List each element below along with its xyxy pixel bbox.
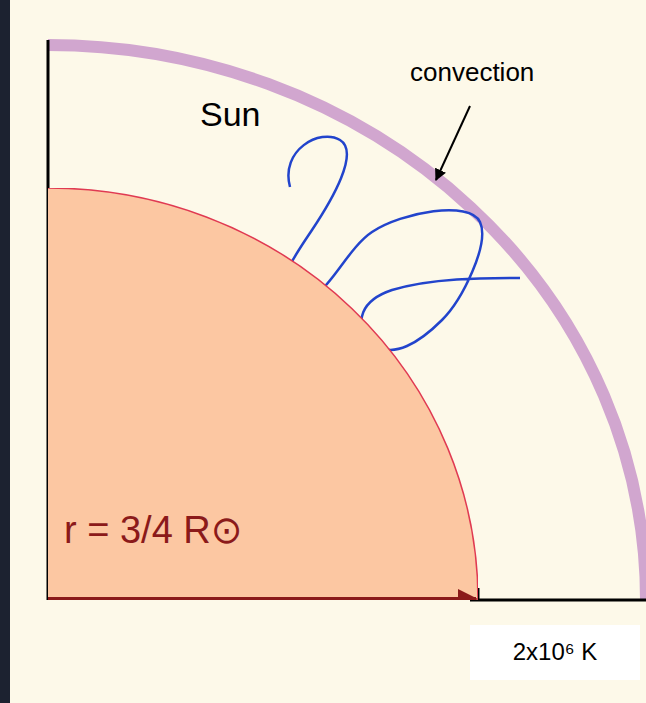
solar-surface-arc (48, 45, 646, 600)
core-region: r = 3/4 R⊙ (48, 188, 478, 600)
core-fill (48, 188, 478, 600)
sun-label: Sun (200, 96, 261, 133)
temperature-box: 2x10⁶ K (470, 625, 640, 680)
convection-label: convection (410, 58, 534, 87)
radius-label: r = 3/4 R⊙ (64, 510, 243, 552)
core-outline (48, 188, 478, 600)
panel-ground (10, 0, 646, 703)
leader-arrow (436, 106, 470, 180)
temperature-label: 2x10⁶ K (513, 639, 598, 665)
radius-arrow (48, 597, 476, 600)
axis-horizontal (470, 599, 646, 602)
